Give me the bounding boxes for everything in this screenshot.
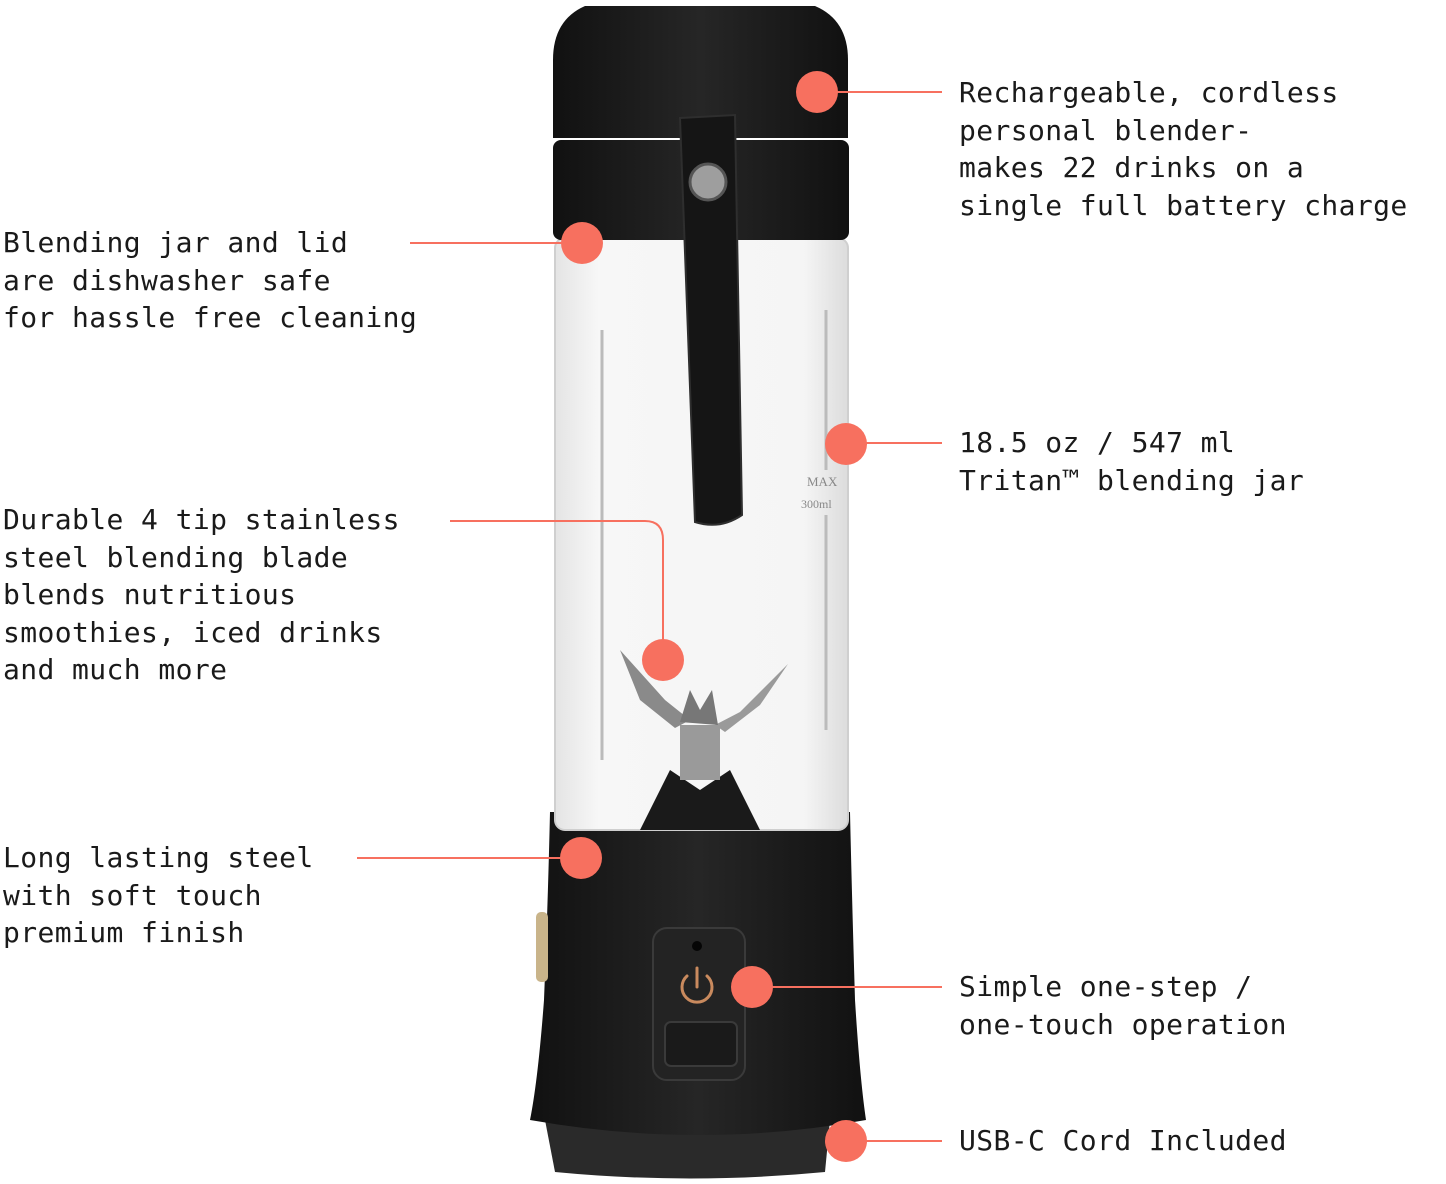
jar-marking-300ml: 300ml — [801, 497, 832, 511]
callout-operation: Simple one-step / one-touch operation — [959, 968, 1287, 1043]
carry-strap — [678, 113, 744, 526]
callout-line: personal blender- — [959, 113, 1253, 147]
callout-line: Rechargeable, cordless — [959, 76, 1339, 109]
callout-line: USB-C Cord Included — [959, 1124, 1287, 1157]
callout-line: Simple one-step / — [959, 970, 1253, 1003]
callout-jar: 18.5 oz / 547 ml Tritan™ blending jar — [959, 424, 1304, 499]
jar-marking-max: MAX — [807, 474, 838, 489]
callout-line: with soft touch — [3, 878, 262, 912]
callout-dot-battery — [796, 71, 838, 113]
power-icon — [680, 966, 714, 1004]
callout-line: and much more — [3, 653, 228, 686]
callout-dot-dishwasher — [561, 222, 603, 264]
base-plate — [545, 1120, 830, 1179]
blade-assembly — [620, 650, 788, 830]
strap-rivet — [688, 162, 728, 202]
usb-c-port-cover — [664, 1021, 738, 1067]
callout-line: Durable 4 tip stainless — [3, 503, 400, 536]
callout-line: are dishwasher safe — [3, 263, 331, 297]
callout-line: one-touch operation — [959, 1007, 1287, 1041]
callout-line: Long lasting steel — [3, 841, 314, 874]
leader-lines — [357, 91, 942, 1142]
lid-cap — [553, 6, 848, 138]
callout-finish: Long lasting steel with soft touch premium… — [3, 839, 314, 952]
callout-line: for hassle free cleaning — [3, 301, 418, 334]
indicator-light — [692, 941, 702, 951]
callout-line: 18.5 oz / 547 ml — [959, 426, 1236, 459]
callout-line: makes 22 drinks on a — [959, 151, 1305, 184]
callout-dishwasher: Blending jar and lid are dishwasher safe f… — [3, 224, 417, 337]
callout-dot-operation — [731, 966, 773, 1008]
callout-line: Tritan™ blending jar — [959, 463, 1305, 497]
side-button — [536, 912, 548, 982]
callout-usb: USB-C Cord Included — [959, 1122, 1287, 1160]
callout-dot-jar — [825, 423, 867, 465]
callout-line: smoothies, iced drinks — [3, 615, 383, 649]
callout-line: premium finish — [3, 916, 245, 949]
callout-line: single full battery charge — [959, 188, 1408, 222]
callout-blade: Durable 4 tip stainless steel blending bl… — [3, 501, 400, 689]
callout-battery: Rechargeable, cordless personal blender-m… — [959, 74, 1408, 224]
callout-line: blends nutritious — [3, 578, 297, 611]
callout-line: Blending jar and lid — [3, 226, 349, 259]
callout-line: steel blending blade — [3, 540, 349, 574]
callout-dot-usb — [825, 1120, 867, 1162]
callout-dot-finish — [560, 837, 602, 879]
callout-dot-blade — [642, 639, 684, 681]
